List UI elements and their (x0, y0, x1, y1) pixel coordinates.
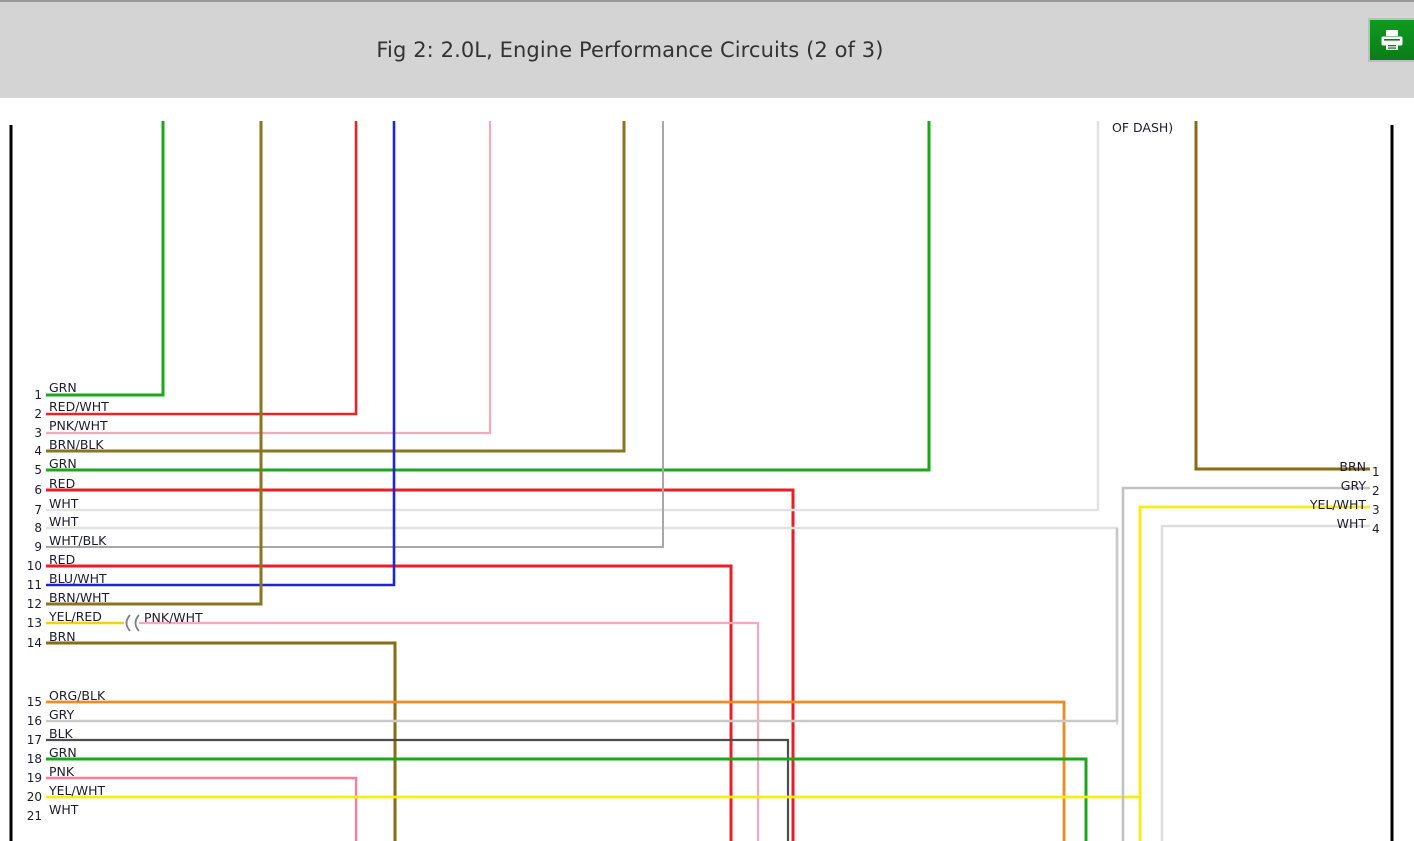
left-pin-number-6: 6 (34, 483, 42, 497)
wire-redwht-pin2 (46, 121, 358, 416)
wire-wht-right-pin4 (1160, 524, 1370, 841)
left-pin-number-17: 17 (26, 733, 42, 747)
left-wire-label-4: BRN/BLK (49, 437, 104, 452)
left-pin-number-21: 21 (26, 809, 42, 823)
left-wire-label-1: GRN (49, 380, 77, 395)
wire-wht-pin7 (46, 121, 1100, 512)
left-pin-number-8: 8 (34, 521, 42, 535)
left-wire-label-18: GRN (49, 745, 77, 760)
left-pin-number-18: 18 (26, 752, 42, 766)
left-pin-number-20: 20 (26, 790, 42, 804)
wire-gry-pin16 (46, 528, 1119, 723)
wire-orgblk-pin15 (46, 700, 1066, 841)
left-pin-number-10: 10 (26, 559, 42, 573)
wire-brnwht-pin12 (46, 121, 263, 606)
wire-yelwht-pin20 (46, 507, 1142, 799)
right-pin-number-3: 3 (1372, 503, 1380, 517)
diagram-canvas: OF DASH) 1 2 3 4 5 6 7 8 9 10 11 12 13 1… (0, 98, 1414, 841)
wire-bluwht-pin11 (46, 121, 396, 587)
splice-connector-symbol (125, 614, 140, 632)
left-pin-number-13: 13 (26, 616, 42, 630)
title-bar: Fig 2: 2.0L, Engine Performance Circuits… (0, 0, 1414, 98)
wire-yelwht-right-pin3 (1138, 505, 1370, 841)
left-wire-label-7: WHT (49, 496, 79, 511)
wire-brnblk-pin4 (46, 121, 626, 453)
left-wire-label-9: WHT/BLK (49, 533, 107, 548)
right-wire-label-3: YEL/WHT (1309, 497, 1366, 512)
left-wire-label-11: BLU/WHT (49, 571, 107, 586)
left-wire-label-14: BRN (49, 629, 76, 644)
left-wire-label-15: ORG/BLK (49, 688, 106, 703)
left-wire-label-5: GRN (49, 456, 77, 471)
right-wire-label-2: GRY (1340, 478, 1366, 493)
left-wire-label-21: WHT (49, 802, 79, 817)
wire-red-pin6 (46, 488, 795, 841)
right-wire-label-1: BRN (1339, 459, 1366, 474)
wire-gry-right-pin2 (1121, 486, 1370, 841)
left-pin-number-15: 15 (26, 695, 42, 709)
left-pin-number-4: 4 (34, 444, 42, 458)
left-pin-number-11: 11 (26, 578, 42, 592)
left-pin-number-16: 16 (26, 714, 42, 728)
left-wire-label-20: YEL/WHT (49, 783, 106, 798)
left-wire-label-16: GRY (49, 707, 75, 722)
wire-red-pin10 (46, 564, 733, 841)
left-pin-number-2: 2 (34, 407, 42, 421)
wiring-schematic (9, 121, 1394, 841)
print-button[interactable] (1368, 18, 1414, 62)
left-pin-number-14: 14 (26, 636, 42, 650)
wire-pnkwht-splice (139, 621, 760, 841)
wire-grn-pin18 (46, 757, 1088, 841)
splice-wire-label: PNK/WHT (144, 610, 203, 625)
wire-wht-pin8 (46, 526, 1119, 725)
left-wire-label-6: RED (49, 476, 76, 491)
left-wire-label-19: PNK (49, 764, 75, 779)
right-pin-number-1: 1 (1372, 465, 1380, 479)
wire-brn-pin14 (46, 641, 397, 841)
wire-grn-pin1 (46, 121, 165, 397)
right-pin-number-4: 4 (1372, 522, 1380, 536)
left-wire-label-8: WHT (49, 514, 79, 529)
page-title: Fig 2: 2.0L, Engine Performance Circuits… (376, 38, 884, 62)
wire-blk-pin17 (46, 738, 790, 841)
left-wire-label-10: RED (49, 552, 76, 567)
wire-pnk-pin19 (46, 776, 358, 841)
left-pin-number-1: 1 (34, 388, 42, 402)
wire-brn-right-pin1 (1194, 121, 1370, 471)
wire-grn-pin5 (46, 121, 931, 472)
wire-whtblk-pin9 (46, 121, 664, 548)
left-pin-number-19: 19 (26, 771, 42, 785)
right-wire-label-4: WHT (1336, 516, 1366, 531)
left-wire-label-13: YEL/RED (49, 609, 102, 624)
left-wire-label-3: PNK/WHT (49, 418, 108, 433)
dash-note-text: OF DASH) (1112, 120, 1174, 135)
left-pin-number-7: 7 (34, 503, 42, 517)
right-pin-number-2: 2 (1372, 484, 1380, 498)
left-wire-label-17: BLK (49, 726, 73, 741)
left-pin-number-9: 9 (34, 540, 42, 554)
left-wire-label-12: BRN/WHT (49, 590, 110, 605)
left-pin-number-5: 5 (34, 463, 42, 477)
printer-icon (1379, 28, 1405, 52)
left-pin-number-12: 12 (26, 597, 42, 611)
left-wire-label-2: RED/WHT (49, 399, 109, 414)
left-pin-number-3: 3 (34, 426, 42, 440)
wire-pnkwht-pin3 (46, 121, 492, 435)
